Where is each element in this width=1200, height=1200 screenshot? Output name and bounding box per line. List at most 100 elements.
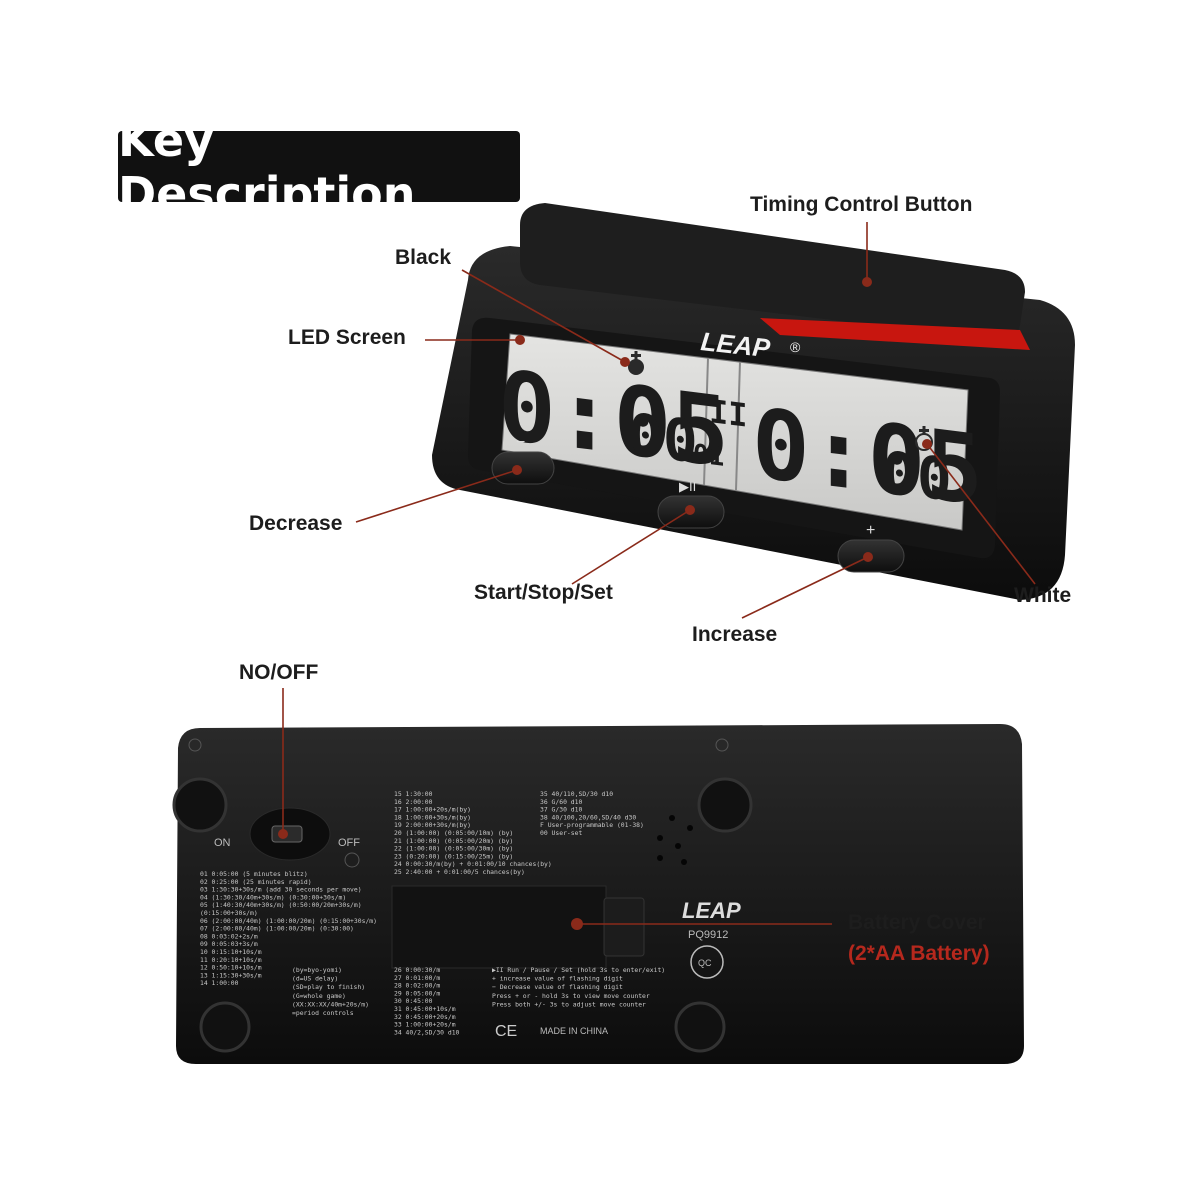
label-decrease: Decrease — [249, 512, 343, 535]
printed-line: Press + or - hold 3s to view move counte… — [492, 992, 650, 1000]
battery-latch[interactable] — [603, 897, 645, 957]
printed-line: 35 40/110,SD/30 d10 — [540, 790, 613, 798]
red-rocker-edge — [760, 318, 1030, 350]
label-start-stop-set: Start/Stop/Set — [474, 581, 613, 604]
printed-line: 28 0:02:00/m — [394, 982, 440, 990]
printed-line: 29 0:05:00/m — [394, 989, 440, 997]
printed-line: 38 40/100,20/60,SD/40 d30 — [540, 813, 636, 821]
printed-line: 37 G/30 d10 — [540, 806, 582, 814]
instructions-list: ▶II Run / Pause / Set (hold 3s to enter/… — [492, 966, 665, 1008]
timing-control-button — [520, 203, 1025, 340]
printed-line: 31 0:45:00+10s/m — [394, 1005, 456, 1013]
printed-line: ▶II Run / Pause / Set (hold 3s to enter/… — [492, 966, 665, 974]
ce-mark: CE — [495, 1023, 517, 1040]
printed-line: 20 (1:00:00) (0:05:00/10m) (by) — [394, 829, 513, 837]
label-white: White — [1014, 584, 1072, 607]
printed-line: 25 2:40:00 + 0:01:00/5 chances(by) — [394, 868, 525, 876]
foot-top-left — [172, 777, 228, 833]
made-in-label: MADE IN CHINA — [540, 1026, 608, 1036]
printed-line: 12 0:50:10+10s/m — [200, 964, 262, 972]
foot-bottom-left — [199, 1001, 251, 1053]
printed-line: 00 User-set — [540, 829, 582, 837]
printed-line: (XX:XX:XX/40m+20s/m) — [292, 1000, 369, 1008]
move-counter: 01 — [693, 439, 724, 473]
printed-line: 05 (1:40:30/40m+30s/m) (0:50:00/20m+30s/… — [200, 901, 362, 909]
label-battery-type: (2*AA Battery) — [848, 942, 990, 965]
qc-mark: QC — [698, 958, 712, 968]
printed-line: 13 1:15:30+30s/m — [200, 971, 262, 979]
mode-legend: (by=byo-yomi)(d=US delay)(SD=play to fin… — [292, 966, 369, 1017]
switch-off-label: OFF — [338, 837, 360, 849]
printed-line: (G=whole game) — [292, 992, 346, 1000]
left-clock-seconds: 00 — [628, 400, 698, 476]
printed-line: 06 (2:00:00/40m) (1:00:00/20m) (0:15:00+… — [200, 917, 377, 925]
led-screen — [501, 333, 969, 531]
printed-line: (0:15:00+30s/m) — [200, 909, 258, 917]
printed-line: 14 1:00:00 — [200, 979, 239, 987]
switch-on-label: ON — [214, 837, 231, 849]
model-number: PQ9912 — [688, 929, 728, 941]
callout-dots — [278, 277, 932, 930]
printed-line: 07 (2:00:00/40m) (1:00:00/20m) (0:30:00) — [200, 925, 354, 933]
printed-line: 11 0:20:10+10s/m — [200, 956, 262, 964]
printed-line: 36 G/60 d10 — [540, 798, 582, 806]
callout-lines — [282, 222, 1036, 925]
printed-line: =period controls — [292, 1009, 354, 1017]
speaker-grille — [657, 815, 693, 865]
printed-line: + increase value of flashing digit — [492, 975, 623, 983]
printed-line: 23 (0:20:00) (0:15:00/25m) (by) — [394, 852, 513, 860]
printed-line: 02 0:25:00 (25 minutes rapid) — [200, 878, 312, 886]
right-clock-seconds: 00 — [882, 438, 952, 514]
screw-hole — [188, 738, 202, 752]
label-no-off: NO/OFF — [239, 661, 319, 684]
printed-line: − Decrease value of flashing digit — [492, 983, 623, 991]
printed-line: 32 0:45:00+20s/m — [394, 1013, 456, 1021]
printed-line: 19 2:00:00+30s/m(by) — [394, 821, 471, 829]
printed-line: 21 (1:00:00) (0:05:00/20m) (by) — [394, 837, 513, 845]
battery-cover[interactable] — [391, 885, 607, 969]
printed-line: 15 1:30:00 — [394, 790, 433, 798]
printed-line: 24 0:00:30/m(by) + 0:01:00/10 chances(by… — [394, 860, 552, 868]
printed-line: F User-programmable (01-38) — [540, 821, 644, 829]
front-view: 0:05 00 0:05 00 II 01 LEAP ® − — [432, 203, 1075, 600]
pause-indicator: II — [709, 392, 748, 435]
registered-mark: ® — [790, 339, 801, 355]
printed-line: 34 40/2,SD/30 d10 — [394, 1028, 460, 1036]
screw-hole — [344, 852, 360, 868]
lcd-divider-left — [703, 357, 709, 486]
screw-hole — [715, 738, 729, 752]
printed-line: 27 0:01:00/m — [394, 974, 440, 982]
printed-line: 04 (1:30:30/40m+30s/m) (0:30:00+30s/m) — [200, 893, 346, 901]
back-brand-logo: LEAP — [682, 898, 741, 923]
play-pause-icon: ▶II — [679, 479, 696, 494]
black-king-icon — [628, 351, 644, 375]
plus-icon: + — [866, 522, 875, 539]
printed-line: 17 1:00:00+20s/m(by) — [394, 806, 471, 814]
label-increase: Increase — [692, 623, 778, 646]
printed-line: 03 1:30:30+30s/m (add 30 seconds per mov… — [200, 886, 362, 894]
label-battery-cover: Battery Cover — [848, 911, 986, 934]
lcd-divider-right — [735, 361, 741, 491]
label-led-screen: LED Screen — [288, 326, 406, 349]
printed-line: 18 1:00:00+30s/m(by) — [394, 813, 471, 821]
printed-line: Press both +/- 3s to adjust move counter — [492, 1000, 646, 1008]
minus-icon: − — [516, 434, 525, 451]
foot-bottom-right — [674, 1001, 726, 1053]
mode-list-col2b: 26 0:00:30/m27 0:01:00/m28 0:02:00/m29 0… — [394, 966, 460, 1036]
brand-logo: LEAP — [699, 326, 772, 363]
printed-line: (SD=play to finish) — [292, 983, 365, 991]
printed-line: 10 0:15:10+10s/m — [200, 948, 262, 956]
printed-line: (by=byo-yomi) — [292, 966, 342, 974]
decrease-button[interactable]: − — [491, 434, 555, 485]
printed-line: (d=US delay) — [292, 975, 338, 983]
printed-line: 30 0:45:00 — [394, 997, 433, 1005]
printed-line: 33 1:00:00+20s/m — [394, 1021, 456, 1029]
printed-line: 09 0:05:03+3s/m — [200, 940, 258, 948]
foot-top-right — [697, 777, 753, 833]
qc-seal — [690, 945, 724, 979]
printed-line: 01 0:05:00 (5 minutes blitz) — [200, 870, 308, 878]
printed-line: 26 0:00:30/m — [394, 966, 440, 974]
